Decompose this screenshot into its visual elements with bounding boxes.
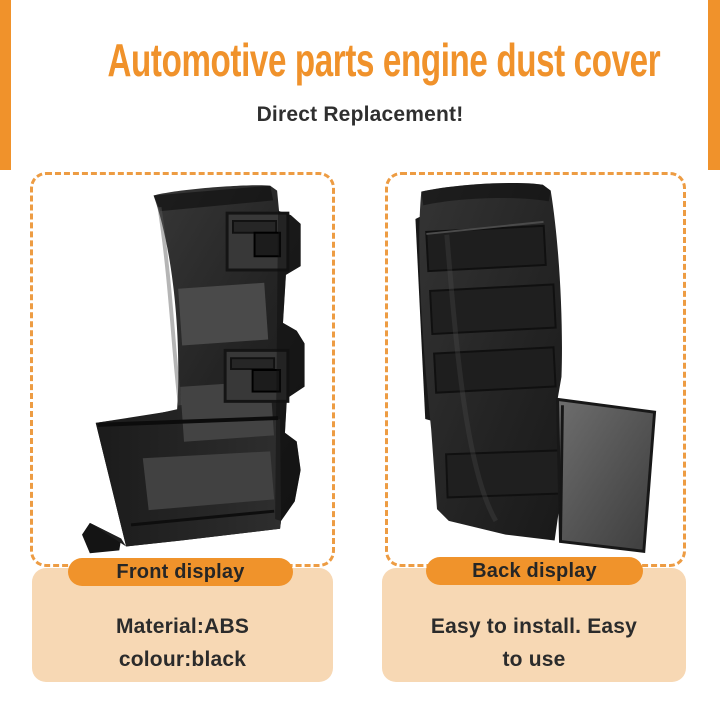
engine-dust-cover-front-photo: [82, 185, 305, 554]
right-accent-bar: [708, 0, 720, 170]
front-image-frame: [30, 172, 335, 567]
back-ribs: [425, 220, 565, 499]
front-info-line: colour:black: [118, 648, 247, 671]
page-title: Automotive parts engine dust cover: [107, 34, 661, 86]
page-subtitle: Direct Replacement!: [256, 103, 464, 126]
back-info-card: Easy to install. Easy to use: [382, 568, 686, 682]
subheader: Direct Replacement!: [0, 102, 720, 128]
front-display-badge: Front display: [68, 558, 293, 586]
front-display-badge-label: Front display: [116, 560, 245, 583]
front-info-card: Material:ABS colour:black: [32, 568, 333, 682]
front-info-line: Material:ABS: [115, 615, 250, 638]
back-info-line: to use: [502, 648, 566, 671]
engine-dust-cover-back-photo: [415, 183, 657, 553]
back-info-line: Easy to install. Easy: [430, 615, 638, 638]
back-display-badge-label: Back display: [472, 559, 597, 582]
header: Automotive parts engine dust cover: [0, 34, 720, 86]
back-display-badge: Back display: [426, 557, 643, 585]
left-accent-bar: [0, 0, 11, 170]
back-image-frame: [385, 172, 686, 567]
